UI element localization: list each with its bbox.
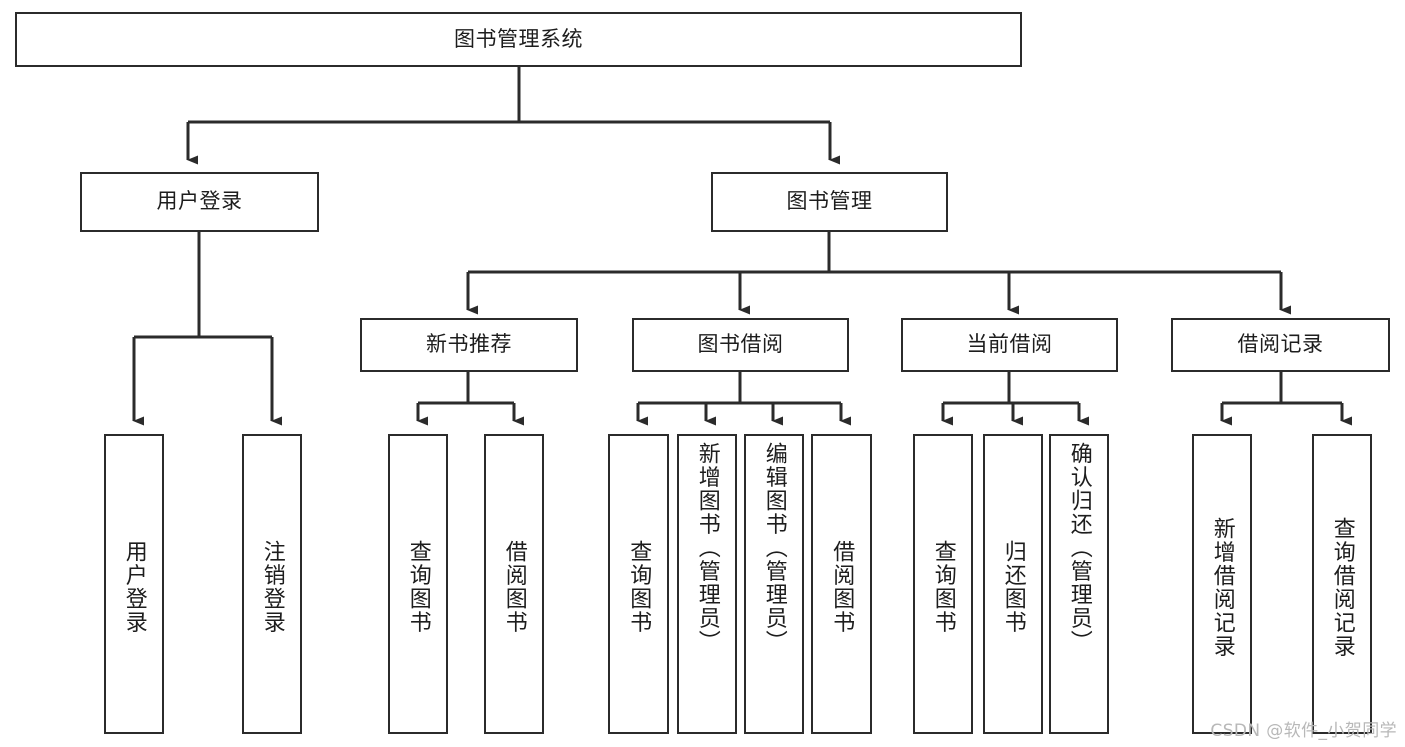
node-label: 新书推荐	[426, 332, 512, 357]
node-leaf-return-book[interactable]: 归还图书	[983, 434, 1043, 734]
node-leaf-query-book-recommend[interactable]: 查询图书	[388, 434, 448, 734]
node-leaf-logout[interactable]: 注销登录	[242, 434, 302, 734]
node-label: 查询图书	[405, 540, 431, 634]
node-book-borrow[interactable]: 图书借阅	[632, 318, 849, 372]
node-leaf-confirm-return-admin[interactable]: 确认归还（管理员）	[1049, 434, 1109, 734]
node-label: 归还图书	[1000, 540, 1026, 634]
node-label: 借阅记录	[1237, 332, 1324, 357]
node-leaf-user-login[interactable]: 用户登录	[104, 434, 164, 734]
node-label: 编辑图书（管理员）	[761, 442, 787, 654]
node-new-book-recommend[interactable]: 新书推荐	[360, 318, 578, 372]
node-leaf-add-borrow-record[interactable]: 新增借阅记录	[1192, 434, 1252, 734]
node-label: 图书管理	[786, 189, 873, 214]
node-leaf-edit-book-admin[interactable]: 编辑图书（管理员）	[744, 434, 804, 734]
node-leaf-query-borrow-record[interactable]: 查询借阅记录	[1312, 434, 1372, 734]
node-user-login[interactable]: 用户登录	[80, 172, 319, 232]
node-label: 借阅图书	[501, 540, 527, 634]
node-borrow-record[interactable]: 借阅记录	[1171, 318, 1390, 372]
node-label: 查询图书	[930, 540, 956, 634]
node-book-management[interactable]: 图书管理	[711, 172, 948, 232]
node-label: 用户登录	[121, 540, 147, 634]
node-label: 用户登录	[156, 189, 243, 214]
node-root-book-management-system[interactable]: 图书管理系统	[15, 12, 1022, 67]
node-leaf-query-book-borrow[interactable]: 查询图书	[608, 434, 669, 734]
node-current-borrow[interactable]: 当前借阅	[901, 318, 1118, 372]
node-label: 查询借阅记录	[1329, 516, 1355, 658]
node-label: 确认归还（管理员）	[1066, 442, 1092, 654]
node-label: 注销登录	[259, 540, 285, 634]
node-label: 图书管理系统	[454, 26, 583, 51]
node-label: 图书借阅	[697, 332, 784, 357]
node-leaf-borrow-book[interactable]: 借阅图书	[811, 434, 872, 734]
node-label: 新增借阅记录	[1209, 516, 1235, 658]
node-leaf-add-book-admin[interactable]: 新增图书（管理员）	[677, 434, 737, 734]
node-label: 新增图书（管理员）	[694, 442, 720, 654]
node-label: 借阅图书	[829, 540, 855, 634]
node-label: 当前借阅	[966, 332, 1053, 357]
node-leaf-borrow-book-recommend[interactable]: 借阅图书	[484, 434, 544, 734]
node-leaf-query-book-current[interactable]: 查询图书	[913, 434, 973, 734]
node-label: 查询图书	[626, 540, 652, 634]
